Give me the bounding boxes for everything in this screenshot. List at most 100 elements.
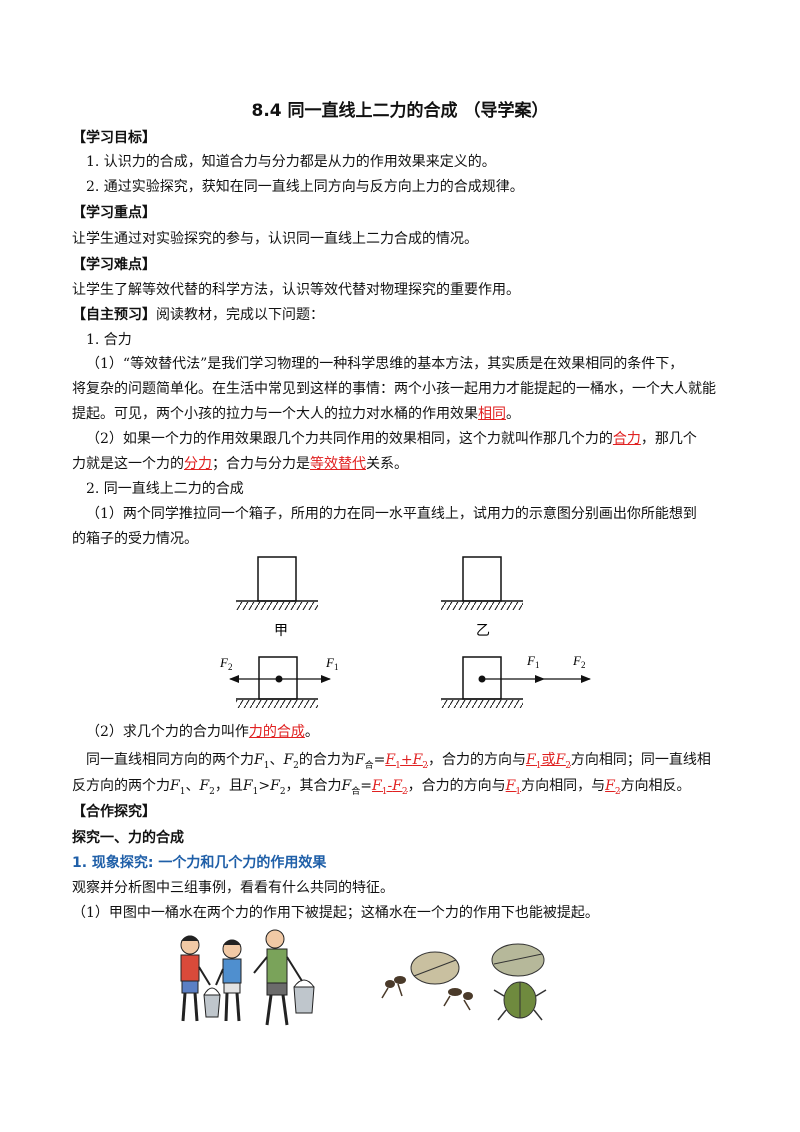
- coop-line-1: 观察并分析图中三组事例，看看有什么共同的特征。: [72, 880, 394, 896]
- sym: F: [254, 752, 264, 768]
- text: 。: [304, 724, 319, 740]
- sub: 合: [351, 786, 361, 797]
- text: 或: [541, 752, 556, 768]
- difficulties-text: 让学生了解等效代替的科学方法，认识等效代替对物理探究的重要作用。: [72, 282, 520, 298]
- difficulties-header: 【学习难点】: [72, 257, 156, 273]
- para-2-line-2: 力就是这一个力的分力；合力与分力是等效替代关系。: [72, 454, 408, 474]
- section-2-title: 2. 同一直线上二力的合成: [86, 481, 244, 497]
- text: 。: [506, 406, 520, 422]
- para-2-line-1: （2）如果一个力的作用效果跟几个力共同作用的效果相同，这个力就叫作那几个力的合力…: [86, 429, 697, 449]
- objective-1: 1. 认识力的合成，知道合力与分力都是从力的作用效果来定义的。: [86, 154, 496, 170]
- ants-beetle-illustration: [381, 943, 547, 1021]
- box-diagram-jia-forces: F2 F1: [219, 655, 338, 708]
- text: ，且: [214, 778, 243, 794]
- text: 的合力为: [298, 752, 355, 768]
- force-label-f1-right: F1: [325, 655, 338, 672]
- sub: 1: [252, 786, 259, 797]
- sub: 2: [614, 786, 621, 797]
- force-label-f2-left: F2: [219, 655, 232, 672]
- label-jia: 甲: [274, 624, 288, 639]
- text: 同一直线相同方向的两个力: [86, 752, 254, 768]
- sub: 1: [263, 760, 270, 771]
- box-diagram-yi-top: [441, 556, 523, 610]
- sub: 合: [364, 760, 374, 771]
- para-5-line-1: 同一直线相同方向的两个力F1、F2的合力为F合=F1+F2，合力的方向与F1或F…: [86, 750, 711, 776]
- sub: 1: [381, 786, 388, 797]
- text: ，合力的方向与: [428, 752, 527, 768]
- text: =: [360, 778, 373, 794]
- text: ，合力的方向与: [407, 778, 506, 794]
- sym: F: [354, 752, 365, 768]
- para-5-line-2: 反方向的两个力F1、F2，且F1>F2，其合力F合=F1-F2，合力的方向与F1…: [72, 776, 691, 802]
- box-diagram-jia-top: [236, 556, 318, 610]
- sub: 2: [422, 760, 429, 771]
- label-yi: 乙: [476, 623, 490, 639]
- text: 、: [185, 778, 200, 794]
- coop-subheading-1: 探究一、力的合成: [72, 830, 184, 846]
- sym: F: [199, 778, 210, 794]
- para-3-line-2: 的箱子的受力情况。: [72, 531, 198, 547]
- coop-line-2: （1）甲图中一桶水在两个力的作用下被提起；这桶水在一个力的作用下也能被提起。: [72, 905, 599, 921]
- sub: 1: [535, 760, 542, 771]
- key-points-text: 让学生通过对实验探究的参与，认识同一直线上二力合成的情况。: [72, 231, 478, 247]
- objectives-header: 【学习目标】: [72, 130, 156, 146]
- text: （2）如果一个力的作用效果跟几个力共同作用的效果相同，这个力就叫作那几个力的: [86, 431, 613, 447]
- sym: F: [372, 778, 382, 794]
- answer-composition: 力的合成: [248, 724, 305, 740]
- text: 提起。可见，两个小孩的拉力与一个大人的拉力对水桶的作用效果: [72, 406, 478, 422]
- sym: F: [505, 778, 516, 794]
- objective-2: 2. 通过实验探究，获知在同一直线上同方向与反方向上力的合成规律。: [86, 179, 524, 195]
- text: 力就是这一个力的: [72, 456, 184, 472]
- text: 方向相同；同一直线相: [570, 752, 711, 768]
- sym: F: [385, 752, 396, 768]
- para-4: （2）求几个力的合力叫作力的合成。: [86, 722, 319, 742]
- sym: F: [283, 752, 294, 768]
- sub: 2: [293, 760, 299, 771]
- force-diagrams: 甲 乙 F2 F1 F1 F2: [219, 556, 591, 708]
- sub: 1: [395, 760, 401, 771]
- text: ，那几个: [640, 431, 697, 447]
- force-label-f1: F1: [526, 653, 539, 670]
- sym: F: [526, 752, 536, 768]
- text: （2）求几个力的合力叫作: [86, 724, 249, 740]
- sym: F: [341, 778, 352, 794]
- answer-equivalent: 等效替代: [310, 456, 366, 472]
- sym: F: [170, 778, 180, 794]
- text: 关系。: [366, 456, 408, 472]
- text: -: [387, 778, 393, 794]
- coop-subheading-2: 1. 现象探究: 一个力和几个力的作用效果: [72, 855, 327, 871]
- text: >: [258, 778, 271, 794]
- answer-difference: F1-F2: [372, 778, 408, 797]
- text: ，其合力: [285, 778, 342, 794]
- answer-component: 分力: [184, 456, 212, 472]
- para-3-line-1: （1）两个同学推拉同一个箱子，所用的力在同一水平直线上，试用力的示意图分别画出你…: [86, 506, 697, 522]
- coop-header: 【合作探究】: [72, 804, 156, 820]
- key-points-header: 【学习重点】: [72, 205, 156, 221]
- answer-resultant: 合力: [612, 431, 641, 447]
- preview-line: 【自主预习】阅读教材，完成以下问题：: [72, 305, 324, 325]
- force-label-f2: F2: [572, 653, 585, 670]
- text: 、: [269, 752, 284, 768]
- text: =: [373, 752, 386, 768]
- sym: F: [605, 778, 615, 794]
- sub: 2: [279, 786, 286, 797]
- answer-direction-same: F1或F2: [526, 752, 571, 771]
- text: +: [400, 752, 413, 768]
- para-1-line-3: 提起。可见，两个小孩的拉力与一个大人的拉力对水桶的作用效果相同。: [72, 404, 520, 424]
- answer-sum: F1+F2: [385, 752, 429, 771]
- para-1-line-1: （1）“等效替代法”是我们学习物理的一种科学思维的基本方法，其实质是在效果相同的…: [86, 356, 684, 372]
- sub: 2: [401, 786, 408, 797]
- text: 方向相反。: [620, 778, 691, 794]
- sym: F: [412, 752, 423, 768]
- sub: 2: [209, 786, 215, 797]
- sym: F: [270, 778, 280, 794]
- text: 方向相同，与: [521, 778, 606, 794]
- page-title: 8.4 同一直线上二力的合成 （导学案）: [251, 101, 549, 121]
- sub: 1: [179, 786, 186, 797]
- box-diagram-yi-forces: F1 F2: [441, 653, 591, 708]
- sub: 1: [515, 786, 522, 797]
- section-1-title: 1. 合力: [86, 332, 132, 348]
- sym: F: [555, 752, 566, 768]
- bucket-carrying-illustration: [180, 929, 315, 1026]
- para-1-line-2: 将复杂的问题简单化。在生活中常见到这样的事情：两个小孩一起用力才能提起的一桶水，…: [72, 381, 716, 397]
